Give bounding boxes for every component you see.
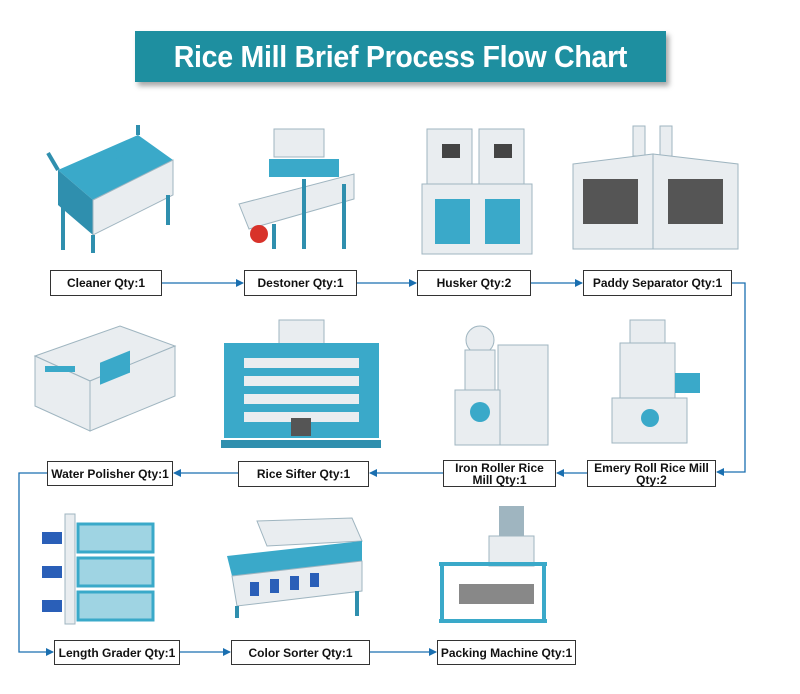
step-paddy-separator: Paddy Separator Qty:1: [583, 270, 732, 296]
iron-roller-mill-machine-icon: [454, 325, 549, 446]
paddy-separator-machine-icon: [572, 125, 739, 250]
rice-sifter-machine-icon: [221, 319, 381, 448]
step-emery-roll-rice-mill: Emery Roll Rice Mill Qty:2: [587, 460, 716, 487]
page-title: Rice Mill Brief Process Flow Chart: [173, 38, 628, 74]
water-polisher-machine-icon: [33, 325, 177, 432]
step-packing-machine: Packing Machine Qty:1: [437, 640, 576, 665]
cleaner-machine-icon: [46, 125, 174, 253]
step-water-polisher: Water Polisher Qty:1: [47, 461, 173, 486]
title-banner: Rice Mill Brief Process Flow Chart: [135, 31, 666, 82]
destoner-machine-icon: [238, 128, 355, 249]
packing-machine-icon: [439, 506, 547, 623]
length-grader-machine-icon: [42, 513, 155, 625]
step-cleaner: Cleaner Qty:1: [50, 270, 162, 296]
step-destoner: Destoner Qty:1: [244, 270, 357, 296]
step-rice-sifter: Rice Sifter Qty:1: [238, 461, 369, 487]
step-length-grader: Length Grader Qty:1: [54, 640, 180, 665]
arrow-polisher-grader: [18, 472, 54, 656]
step-iron-roller-rice-mill: Iron Roller Rice Mill Qty:1: [443, 460, 556, 487]
step-color-sorter: Color Sorter Qty:1: [231, 640, 370, 665]
husker-machine-icon: [421, 128, 533, 255]
arrow-separator-emery: [716, 282, 746, 476]
step-husker: Husker Qty:2: [417, 270, 531, 296]
emery-roll-mill-machine-icon: [611, 319, 700, 444]
color-sorter-machine-icon: [227, 517, 363, 618]
